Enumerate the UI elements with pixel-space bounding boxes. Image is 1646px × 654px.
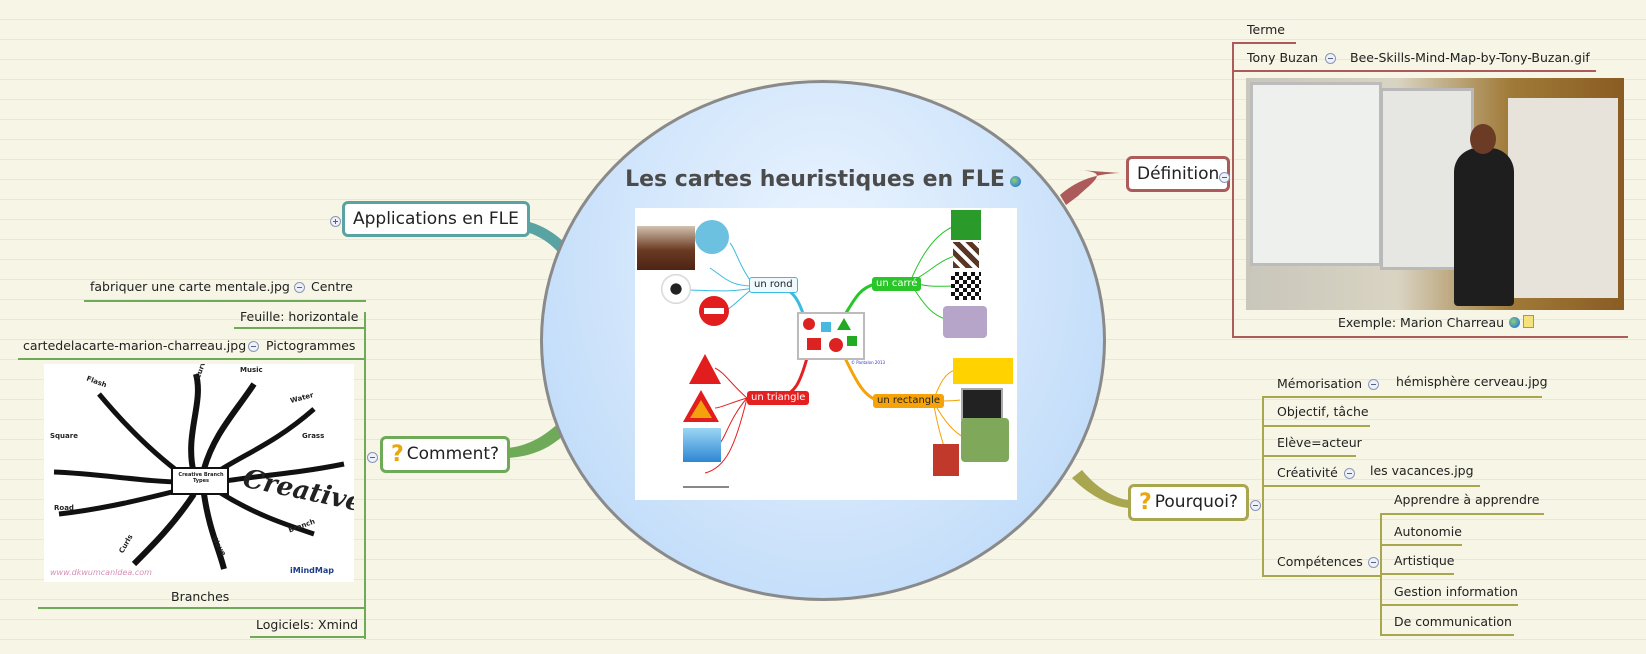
- collapse-icon[interactable]: [294, 282, 305, 293]
- comment-branch-line: [364, 312, 366, 639]
- eleve-label: Elève=acteur: [1277, 435, 1362, 450]
- branch-types-drawing: [53, 373, 345, 570]
- question-icon: ?: [391, 442, 404, 467]
- sailboat-picture: [683, 428, 721, 462]
- connector-pourquoi: [1072, 470, 1130, 508]
- exemple-label: Exemple: Marion Charreau: [1338, 315, 1535, 331]
- rectangle-picture: [953, 358, 1013, 384]
- question-icon: ?: [1139, 490, 1152, 515]
- collapse-icon[interactable]: [1344, 468, 1355, 479]
- branches-label: Branches: [171, 589, 230, 604]
- topic-pourquoi[interactable]: ?Pourquoi?: [1128, 484, 1249, 521]
- no-entry-picture: [699, 296, 729, 326]
- feuille-label: Feuille: horizontale: [240, 309, 359, 324]
- inner-mind-map-image: un rond un carré © Pantalon 2013 un tria…: [635, 208, 1017, 500]
- central-topic[interactable]: Les cartes heuristiques en FLE un rond u…: [540, 80, 1106, 601]
- tony-buzan-label: Tony Buzan: [1247, 50, 1319, 65]
- tv-picture: [961, 388, 1003, 420]
- creative-branch-types-image: Curve Music Flash Water Square Grass Roa…: [44, 364, 354, 582]
- picto-file-label: cartedelacarte-marion-charreau.jpg: [23, 338, 247, 353]
- terme-label: Terme: [1247, 22, 1285, 37]
- collapse-icon[interactable]: [248, 341, 259, 352]
- definition-branch-line: [1232, 42, 1234, 338]
- competences-label: Compétences: [1277, 554, 1363, 569]
- classroom-photo: [1246, 78, 1624, 310]
- collapse-icon[interactable]: [1368, 379, 1379, 390]
- inner-branch-triangle: un triangle: [747, 391, 810, 405]
- objectif-label: Objectif, tâche: [1277, 404, 1369, 419]
- logiciels-label: Logiciels: Xmind: [256, 617, 359, 632]
- centre-label: Centre: [311, 279, 353, 294]
- topic-comment[interactable]: ?Comment?: [380, 436, 511, 473]
- competence-item: Artistique: [1394, 553, 1455, 568]
- tony-buzan-file-label: Bee-Skills-Mind-Map-by-Tony-Buzan.gif: [1350, 50, 1590, 65]
- creativite-label: Créativité: [1277, 465, 1338, 480]
- square-picture: [951, 210, 981, 240]
- memorisation-label: Mémorisation: [1277, 376, 1363, 391]
- collapse-icon[interactable]: [367, 452, 378, 463]
- collapse-icon[interactable]: [1250, 500, 1261, 511]
- topic-definition[interactable]: Définition: [1126, 156, 1231, 192]
- competence-item: Apprendre à apprendre: [1394, 492, 1540, 507]
- checkerboard-picture: [951, 272, 981, 300]
- triangle-picture: [689, 354, 721, 384]
- collapse-icon[interactable]: [1325, 53, 1336, 64]
- competence-item: Autonomie: [1394, 524, 1462, 539]
- chocolate-picture: [953, 242, 979, 268]
- inner-branch-rond: un rond: [749, 277, 798, 293]
- centre-file-label: fabriquer une carte mentale.jpg: [90, 279, 290, 294]
- competence-item: De communication: [1394, 614, 1512, 629]
- expand-icon[interactable]: [330, 216, 341, 227]
- roadworks-sign-picture: [683, 390, 719, 422]
- collapse-icon[interactable]: [1219, 172, 1230, 183]
- creativite-file-label: les vacances.jpg: [1370, 463, 1474, 478]
- inner-branch-rectangle: un rectangle: [873, 394, 945, 408]
- inner-map-credit: © Pantalon 2013: [851, 360, 886, 365]
- topic-applications[interactable]: Applications en FLE: [342, 201, 530, 237]
- inner-branch-carre: un carré: [872, 277, 922, 291]
- collapse-icon[interactable]: [1368, 557, 1379, 568]
- ball-picture: [661, 274, 691, 304]
- globe-icon[interactable]: [1009, 176, 1021, 187]
- cake-picture: [637, 226, 695, 270]
- globe-icon[interactable]: [1509, 317, 1521, 328]
- memorisation-file-label: hémisphère cerveau.jpg: [1396, 374, 1548, 389]
- competence-item: Gestion information: [1394, 584, 1518, 599]
- central-title: Les cartes heuristiques en FLE: [543, 167, 1103, 192]
- pourquoi-branch-line: [1262, 397, 1264, 577]
- pictogrammes-label: Pictogrammes: [266, 338, 356, 353]
- connector-definition: [1060, 170, 1120, 205]
- circle-picture: [695, 220, 729, 254]
- schoolbag-picture: [961, 418, 1009, 462]
- hanger-picture: [683, 466, 729, 488]
- presenter-figure: [1454, 148, 1514, 306]
- note-icon[interactable]: [1523, 315, 1535, 328]
- shapes-board-picture: [797, 312, 865, 360]
- book-picture: [933, 444, 959, 476]
- cushion-picture: [943, 306, 987, 338]
